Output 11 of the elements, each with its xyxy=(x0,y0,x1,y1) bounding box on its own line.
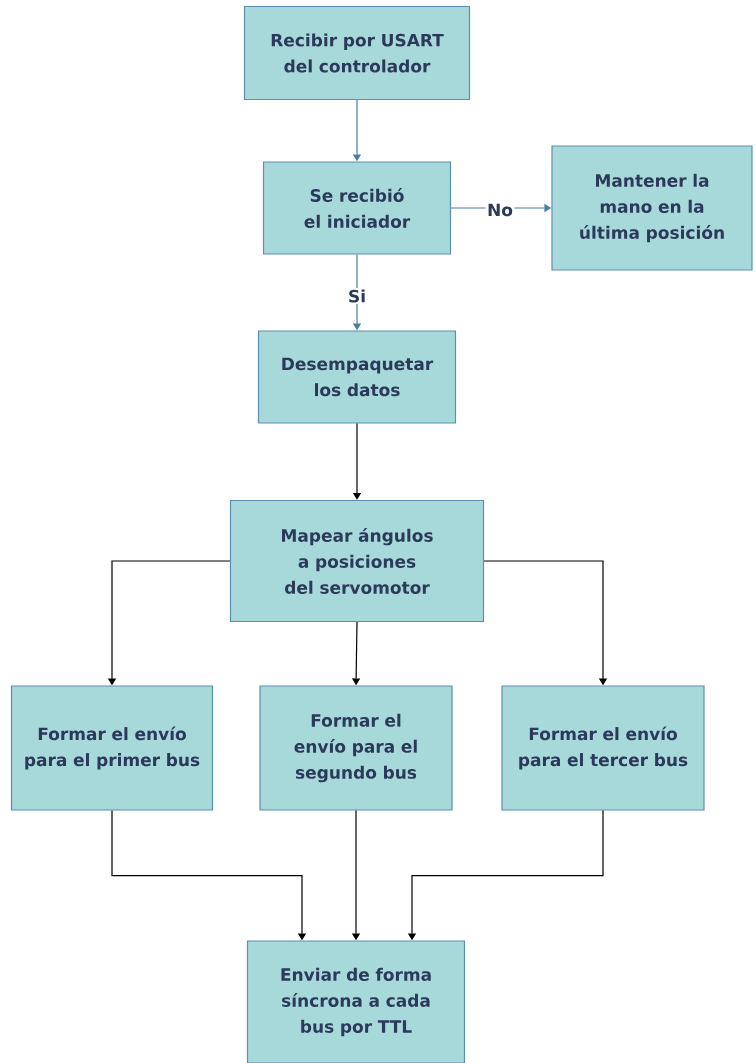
process-box: Mapear ángulos a posiciones del servomotor xyxy=(229,499,485,623)
process-box: Formar el envío para el primer bus xyxy=(10,685,214,811)
process-box: Enviar de forma síncrona a cada bus por TTL xyxy=(246,940,466,1063)
process-box: Recibir por USART del controlador xyxy=(243,5,471,101)
process-box: Mantener la mano en la última posición xyxy=(551,145,753,271)
process-box: Formar el envío para el tercer bus xyxy=(501,685,705,811)
process-box: Formar el envío para el segundo bus xyxy=(259,685,453,811)
process-box: Desempaquetar los datos xyxy=(257,330,457,424)
edge-label: No xyxy=(485,202,515,218)
edge-label: Si xyxy=(346,287,368,305)
process-box: Se recibió el iniciador xyxy=(262,161,452,255)
